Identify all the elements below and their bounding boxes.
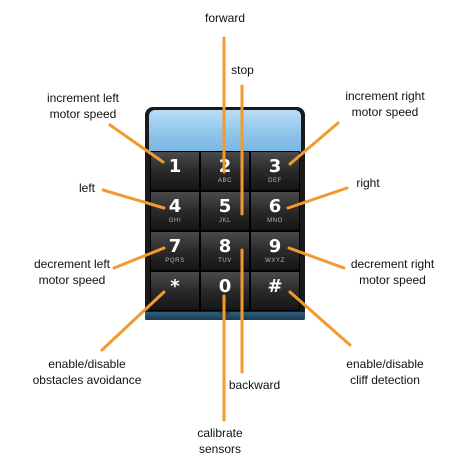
key-star[interactable]: * bbox=[150, 271, 200, 311]
label-increment-right-line1: increment right bbox=[345, 89, 425, 103]
label-right-text: right bbox=[356, 176, 380, 190]
leader-decrement-right bbox=[287, 246, 346, 270]
key-5-letters: JKL bbox=[218, 218, 232, 224]
label-calibrate: calibrate sensors bbox=[180, 425, 260, 457]
label-stop: stop bbox=[220, 62, 265, 78]
label-cliff: enable/disable cliff detection bbox=[325, 356, 445, 388]
label-decrement-left-line1: decrement left bbox=[33, 257, 111, 271]
label-increment-left-line1: increment left bbox=[46, 91, 120, 105]
key-9[interactable]: 9 WXYZ bbox=[250, 231, 300, 271]
label-decrement-right: decrement right motor speed bbox=[330, 256, 455, 288]
label-backward: backward bbox=[212, 377, 297, 393]
label-increment-left: increment left motor speed bbox=[28, 90, 138, 122]
key-0-digit: 0 bbox=[218, 276, 232, 297]
label-cliff-line2: cliff detection bbox=[350, 373, 420, 387]
leader-right bbox=[286, 186, 349, 210]
label-backward-text: backward bbox=[228, 378, 281, 392]
key-2-letters: ABC bbox=[217, 178, 233, 184]
label-obstacles-line2: obstacles avoidance bbox=[32, 373, 142, 387]
leader-left bbox=[101, 188, 166, 210]
key-8-letters: TUV bbox=[218, 258, 232, 264]
label-decrement-right-line2: motor speed bbox=[359, 273, 426, 287]
label-forward: forward bbox=[190, 10, 260, 26]
label-left-text: left bbox=[78, 181, 95, 195]
label-decrement-left: decrement left motor speed bbox=[12, 256, 132, 288]
label-increment-right: increment right motor speed bbox=[325, 88, 445, 120]
label-forward-text: forward bbox=[204, 11, 245, 25]
key-1-digit: 1 bbox=[168, 156, 182, 177]
key-6-letters: MNO bbox=[267, 218, 283, 224]
label-increment-left-line2: motor speed bbox=[49, 107, 117, 121]
key-4-digit: 4 bbox=[168, 196, 182, 217]
key-9-letters: WXYZ bbox=[265, 258, 285, 264]
label-calibrate-line2: sensors bbox=[198, 442, 242, 456]
label-right: right bbox=[348, 175, 388, 191]
label-increment-right-line2: motor speed bbox=[351, 105, 419, 119]
key-6[interactable]: 6 MNO bbox=[250, 191, 300, 231]
leader-obstacles bbox=[100, 290, 166, 352]
label-calibrate-line1: calibrate bbox=[197, 426, 243, 440]
label-left: left bbox=[72, 180, 102, 196]
leader-cliff bbox=[288, 290, 352, 347]
leader-increment-right bbox=[288, 121, 340, 166]
key-9-digit: 9 bbox=[268, 236, 282, 257]
key-star-digit: * bbox=[170, 276, 180, 297]
key-hash[interactable]: # bbox=[250, 271, 300, 311]
key-3-digit: 3 bbox=[268, 156, 282, 177]
key-5-digit: 5 bbox=[218, 196, 232, 217]
leader-increment-left bbox=[108, 123, 165, 164]
key-3-letters: DEF bbox=[268, 178, 282, 184]
label-obstacles-line1: enable/disable bbox=[48, 357, 126, 371]
key-6-digit: 6 bbox=[268, 196, 282, 217]
label-stop-text: stop bbox=[231, 63, 254, 77]
key-3[interactable]: 3 DEF bbox=[250, 151, 300, 191]
key-7-digit: 7 bbox=[168, 236, 182, 257]
label-decrement-right-line1: decrement right bbox=[350, 257, 435, 271]
key-7-letters: PQRS bbox=[165, 258, 185, 264]
label-cliff-line1: enable/disable bbox=[346, 357, 424, 371]
leader-decrement-left bbox=[112, 246, 166, 270]
key-7[interactable]: 7 PQRS bbox=[150, 231, 200, 271]
key-4-letters: GHI bbox=[168, 218, 182, 224]
label-obstacles: enable/disable obstacles avoidance bbox=[12, 356, 162, 388]
label-decrement-left-line2: motor speed bbox=[38, 273, 106, 287]
key-hash-digit: # bbox=[267, 276, 283, 297]
key-4[interactable]: 4 GHI bbox=[150, 191, 200, 231]
key-8-digit: 8 bbox=[218, 236, 232, 257]
